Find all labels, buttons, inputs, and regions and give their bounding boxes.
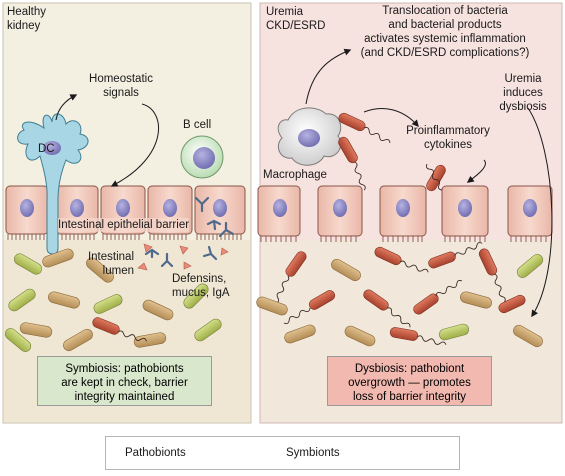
- lumen-label: Intestinal lumen: [87, 251, 134, 277]
- left-title: Healthy kidney: [7, 6, 46, 32]
- dc-nucleus: [43, 141, 61, 155]
- nucleus: [213, 199, 227, 217]
- arrows: [55, 48, 553, 318]
- arrow-homeostatic-in: [110, 103, 160, 187]
- arrow-homeostatic-out: [55, 94, 78, 121]
- arrow-cytokines-in: [466, 159, 486, 183]
- b-cell: [180, 135, 224, 179]
- homeostatic-label: Homeostatic signals: [89, 73, 153, 99]
- nucleus: [523, 199, 537, 217]
- arrow-cytokines-out: [363, 108, 419, 128]
- macrophage-label: Macrophage: [263, 169, 327, 181]
- nucleus: [273, 199, 287, 217]
- nucleus: [70, 199, 84, 217]
- b-cell-label: B cell: [183, 119, 212, 131]
- microvilli: [7, 234, 242, 240]
- nucleus: [116, 199, 130, 217]
- nucleus: [163, 199, 177, 217]
- iga-antibodies: [144, 196, 235, 268]
- cytokines-label: Proinflammatory cytokines: [406, 125, 490, 151]
- defensins-label: Defensins, mucus, IgA: [172, 273, 230, 299]
- legend: [105, 436, 460, 470]
- arrow-dysbiosis: [527, 107, 553, 318]
- left-summary-box: Symbiosis: pathobionts are kept in check…: [37, 356, 212, 406]
- nucleus: [458, 199, 472, 217]
- arrow-translocation: [305, 48, 352, 105]
- uremia-dysbiosis-label: Uremia induces dysbiosis: [499, 73, 547, 113]
- translocation-label: Translocation of bacteria and bacterial …: [360, 5, 530, 59]
- nucleus: [333, 199, 347, 217]
- barrier-label: Intestinal epithelial barrier: [58, 218, 190, 232]
- macrophage: [277, 107, 342, 166]
- nucleus: [20, 199, 34, 217]
- dendritic-cell: [17, 113, 89, 255]
- defensins: [137, 243, 229, 271]
- right-epithelium: [257, 185, 553, 242]
- microvilli: [260, 236, 547, 242]
- nucleus: [396, 199, 410, 217]
- legend-pathobionts-label: Pathobionts: [125, 447, 186, 459]
- legend-symbionts-label: Symbionts: [286, 447, 340, 459]
- dc-label: DC: [38, 143, 55, 155]
- right-summary-box: Dysbiosis: pathobiont overgrowth — promo…: [327, 356, 492, 406]
- right-title: Uremia CKD/ESRD: [266, 6, 326, 32]
